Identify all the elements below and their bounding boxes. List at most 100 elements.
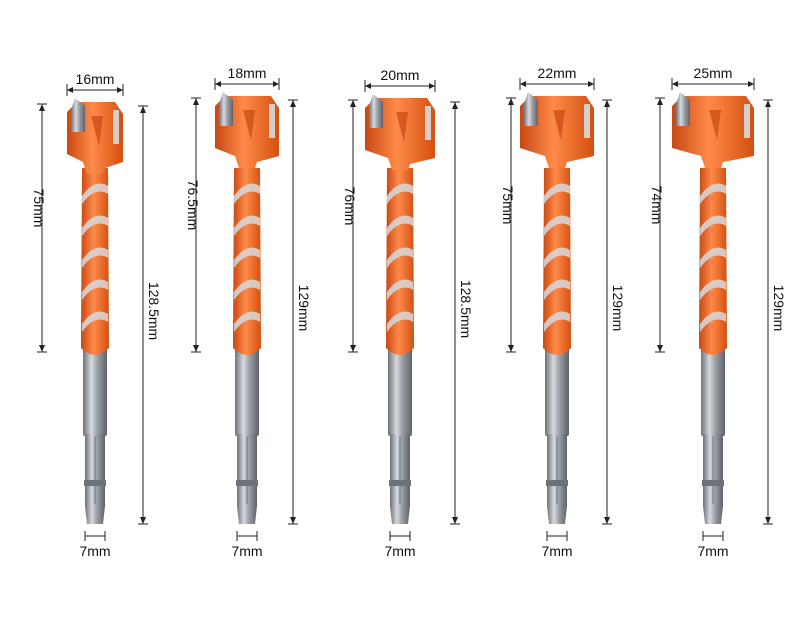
bit-tip [547,506,567,524]
bit-cutting-head [672,96,754,168]
shank-dimension: 7mm [541,531,573,559]
shank-label: 7mm [79,543,110,559]
bit-cutter-spur [676,92,690,126]
shank-label: 7mm [231,543,262,559]
spiral-flute [387,311,413,332]
total-length-dimension: 129mm [602,99,626,525]
spiral-flute [544,311,570,332]
bit-cutter-spur [369,94,383,128]
head-length-dimension: 76mm [342,99,358,353]
head-length-label: 75mm [500,186,516,225]
head-length-label: 74mm [649,186,665,225]
bit-spiral-body [699,168,727,355]
spiral-flute [234,183,260,204]
diameter-label: 16mm [76,71,115,87]
bit-tip [85,506,105,524]
bit-spiral-body [81,168,109,355]
spiral-flute [82,215,108,236]
bit-groove [389,480,411,486]
bit-tip [237,506,257,524]
diameter-dimension: 20mm [364,67,436,92]
diameter-label: 25mm [694,65,733,81]
head-length-dimension: 75mm [500,97,516,353]
bit-cutter-edge [269,104,275,138]
head-length-label: 76mm [342,187,358,226]
shank-dimension: 7mm [384,531,416,559]
drill-bit-1: 16mm 75mm 128.5mm 7mm [31,71,162,559]
diameter-label: 18mm [228,65,267,81]
bit-groove [84,480,106,486]
total-length-label: 129mm [771,285,787,332]
spiral-flute [234,215,260,236]
spiral-flute [387,215,413,236]
spiral-flute [700,183,726,204]
spiral-flute [700,279,726,300]
total-length-label: 128.5mm [458,280,474,338]
drill-bit-2: 18mm 76.5mm 129mm 7mm [185,65,312,559]
drill-bit-3: 20mm 76mm 128.5mm 7mm [342,67,474,559]
spiral-flute [700,311,726,332]
spiral-flute [234,279,260,300]
spiral-flute [82,311,108,332]
spiral-flute [234,247,260,268]
shank-label: 7mm [384,543,415,559]
head-length-dimension: 75mm [31,103,47,353]
drill-bit-5: 25mm 74mm 129mm 7mm [649,65,787,559]
bit-groove [702,480,724,486]
spiral-flute [82,183,108,204]
total-length-dimension: 128.5mm [450,101,474,525]
bit-groove [546,480,568,486]
head-length-dimension: 76.5mm [185,97,201,353]
spiral-flute [387,247,413,268]
diameter-dimension: 22mm [519,65,595,90]
spiral-flute [700,247,726,268]
diameter-label: 22mm [538,65,577,81]
bit-spiral-body [543,168,571,355]
spiral-flute [387,279,413,300]
spiral-flute [82,279,108,300]
shank-dimension: 7mm [697,531,729,559]
head-shadow [553,110,565,140]
total-length-dimension: 129mm [288,99,312,525]
head-length-dimension: 74mm [649,97,665,353]
head-shadow [396,112,408,142]
total-length-label: 129mm [610,285,626,332]
shank-dimension: 7mm [231,531,263,559]
spiral-flute [82,247,108,268]
bit-groove [236,480,258,486]
spiral-flute [387,183,413,204]
bit-tip [703,506,723,524]
total-length-label: 128.5mm [146,282,162,340]
bit-cutter-edge [425,106,431,140]
spiral-flute [544,183,570,204]
bit-cutter-spur [524,92,538,126]
total-length-dimension: 129mm [763,99,787,525]
spiral-flute [700,215,726,236]
diameter-dimension: 18mm [214,65,280,90]
diameter-label: 20mm [381,67,420,83]
total-length-dimension: 128.5mm [138,105,162,525]
total-length-label: 129mm [296,285,312,332]
head-shadow [91,116,103,146]
head-shadow [709,110,721,140]
spiral-flute [544,279,570,300]
bit-cutting-head [520,96,594,168]
bit-cutter-spur [219,92,233,126]
head-length-label: 76.5mm [185,180,201,231]
shank-dimension: 7mm [79,531,111,559]
spiral-flute [544,215,570,236]
shank-label: 7mm [697,543,728,559]
shank-label: 7mm [541,543,572,559]
bit-cutter-edge [584,104,590,138]
diameter-dimension: 25mm [671,65,755,90]
bit-spiral-body [233,168,261,355]
spiral-flute [544,247,570,268]
bit-spiral-body [386,168,414,355]
head-shadow [243,110,255,140]
drill-bit-4: 22mm 75mm 129mm 7mm [500,65,626,559]
head-length-label: 75mm [31,189,47,228]
bit-tip [390,506,410,524]
spiral-flute [234,311,260,332]
